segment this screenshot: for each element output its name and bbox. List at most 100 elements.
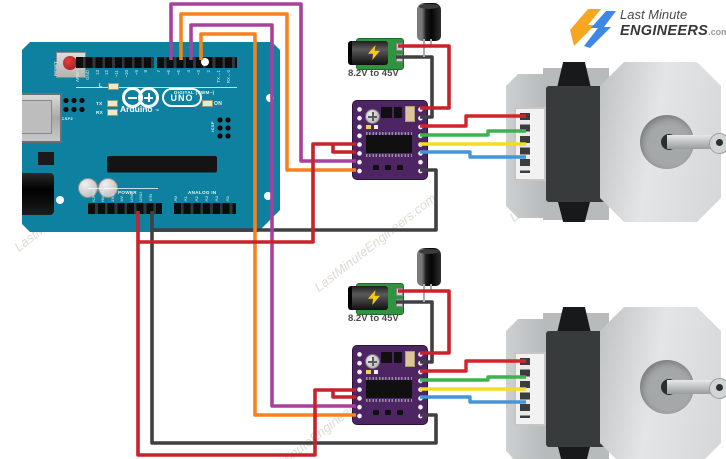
- capacitor-top: [419, 249, 439, 254]
- silk-line-power: [88, 188, 158, 189]
- pin-label: A1: [184, 196, 189, 202]
- icsp2-header: [62, 96, 86, 114]
- terminal-positive: [396, 288, 403, 296]
- voltage-label-2: 8.2V to 45V: [348, 313, 399, 324]
- barrel-jack: [348, 286, 388, 310]
- motor-top-band: [557, 307, 591, 333]
- uno-model-label: UNO: [170, 92, 194, 103]
- smd-chip: [381, 352, 392, 363]
- motor-body: [546, 331, 606, 447]
- pin-label: ~10: [124, 70, 129, 78]
- icsp2-label: ICSP2: [60, 116, 74, 121]
- icsp-header: [216, 116, 232, 140]
- pin-label: A2: [194, 196, 199, 202]
- led-rx-label: RX: [96, 110, 103, 115]
- atmega-chip: [107, 156, 217, 172]
- pin-label: GND: [139, 192, 144, 202]
- minus-mark: [128, 96, 137, 99]
- capacitor-top: [419, 4, 439, 9]
- smd-component: [373, 410, 379, 415]
- pin-label: 4: [187, 70, 191, 73]
- power-header: [88, 203, 162, 214]
- arduino-brand-label: Arduino: [120, 104, 153, 114]
- chip-pins-bottom: [366, 399, 412, 402]
- current-potentiometer: [365, 109, 380, 124]
- barrel-jack: [348, 41, 388, 65]
- led-rx: [107, 109, 118, 116]
- analog-pin-labels: A0 A1 A2 A3 A4 A5: [174, 189, 236, 202]
- smd-component: [385, 165, 391, 170]
- pin-label: 13: [95, 70, 100, 76]
- pin-label: RESET: [101, 186, 106, 202]
- pin-label: ~9: [134, 70, 139, 76]
- current-potentiometer: [365, 354, 380, 369]
- pin-label: GND: [85, 70, 90, 80]
- driver-left-pins: [356, 105, 363, 175]
- motor-connector: [514, 352, 546, 426]
- shaft-hole: [716, 384, 723, 391]
- stepper-driver-2: [352, 345, 428, 425]
- digital-header-right: [157, 57, 237, 68]
- driver-left-pins: [356, 350, 363, 420]
- logo-suffix: .com: [708, 27, 726, 37]
- 5v-wire-driver2: [136, 211, 356, 457]
- motor-connector: [514, 107, 546, 181]
- led-on-label: ON: [214, 101, 223, 107]
- led-tx-label: TX: [96, 101, 103, 106]
- power-connector-1: [348, 37, 406, 71]
- motor-bottom-band: [557, 198, 591, 222]
- last-minute-engineers-logo: Last Minute ENGINEERS.com: [568, 4, 726, 48]
- drv8825-chip: [366, 135, 412, 153]
- pin-label: 2: [207, 70, 211, 73]
- pin-label: 3V3: [110, 193, 115, 202]
- smd-component: [366, 125, 371, 129]
- motor-bottom-band: [557, 443, 591, 459]
- plus-mark-v: [147, 93, 150, 102]
- shaft-hole: [716, 139, 723, 146]
- smd-capacitor: [405, 106, 415, 122]
- pin-label: A4: [215, 196, 220, 202]
- silk-line-digital: [76, 87, 237, 88]
- led-l-label: L: [99, 83, 103, 89]
- smd-component: [397, 165, 403, 170]
- terminal-negative: [396, 54, 403, 62]
- analog-header: [174, 203, 236, 214]
- mounting-hole: [264, 192, 272, 200]
- smd-component: [373, 165, 379, 170]
- voltage-label-1: 8.2V to 45V: [348, 68, 399, 79]
- reset-label: RESET: [52, 61, 58, 76]
- drv8825-chip: [366, 380, 412, 398]
- pin-label: TX→1: [217, 70, 221, 83]
- motor-body: [546, 86, 606, 202]
- reset-button: [63, 56, 77, 70]
- power-connector-2: [348, 282, 406, 316]
- electrolytic-capacitor-1: [417, 3, 441, 41]
- smd-chip: [381, 107, 392, 118]
- motor-connector-slots: [520, 113, 530, 173]
- smd-capacitor: [405, 351, 415, 367]
- led-tx: [107, 100, 118, 107]
- stepper-motor-1: [505, 62, 726, 225]
- mounting-hole: [201, 58, 209, 66]
- pin-label: ~3: [197, 70, 201, 76]
- chip-pins-top: [366, 132, 412, 135]
- smd-component: [366, 370, 371, 374]
- pin-label: AREF: [76, 70, 80, 83]
- pin-label: 5V: [120, 196, 125, 202]
- arduino-logo-plus-circle: [138, 87, 159, 108]
- pin-label: A3: [204, 196, 209, 202]
- pin-label: A5: [225, 196, 230, 202]
- uno-badge: UNO: [162, 88, 202, 107]
- logo-bolt-icon: [570, 9, 616, 48]
- voltage-regulator: [38, 152, 54, 165]
- pin-label: ~11: [115, 70, 119, 78]
- motor-top-band: [557, 62, 591, 88]
- pin-label: A0: [174, 196, 178, 202]
- stepper-driver-1: [352, 100, 428, 180]
- pin-label: 12: [105, 70, 110, 76]
- driver-right-pins: [417, 105, 424, 175]
- pin-label: VIN: [148, 194, 153, 202]
- chip-pins-bottom: [366, 154, 412, 157]
